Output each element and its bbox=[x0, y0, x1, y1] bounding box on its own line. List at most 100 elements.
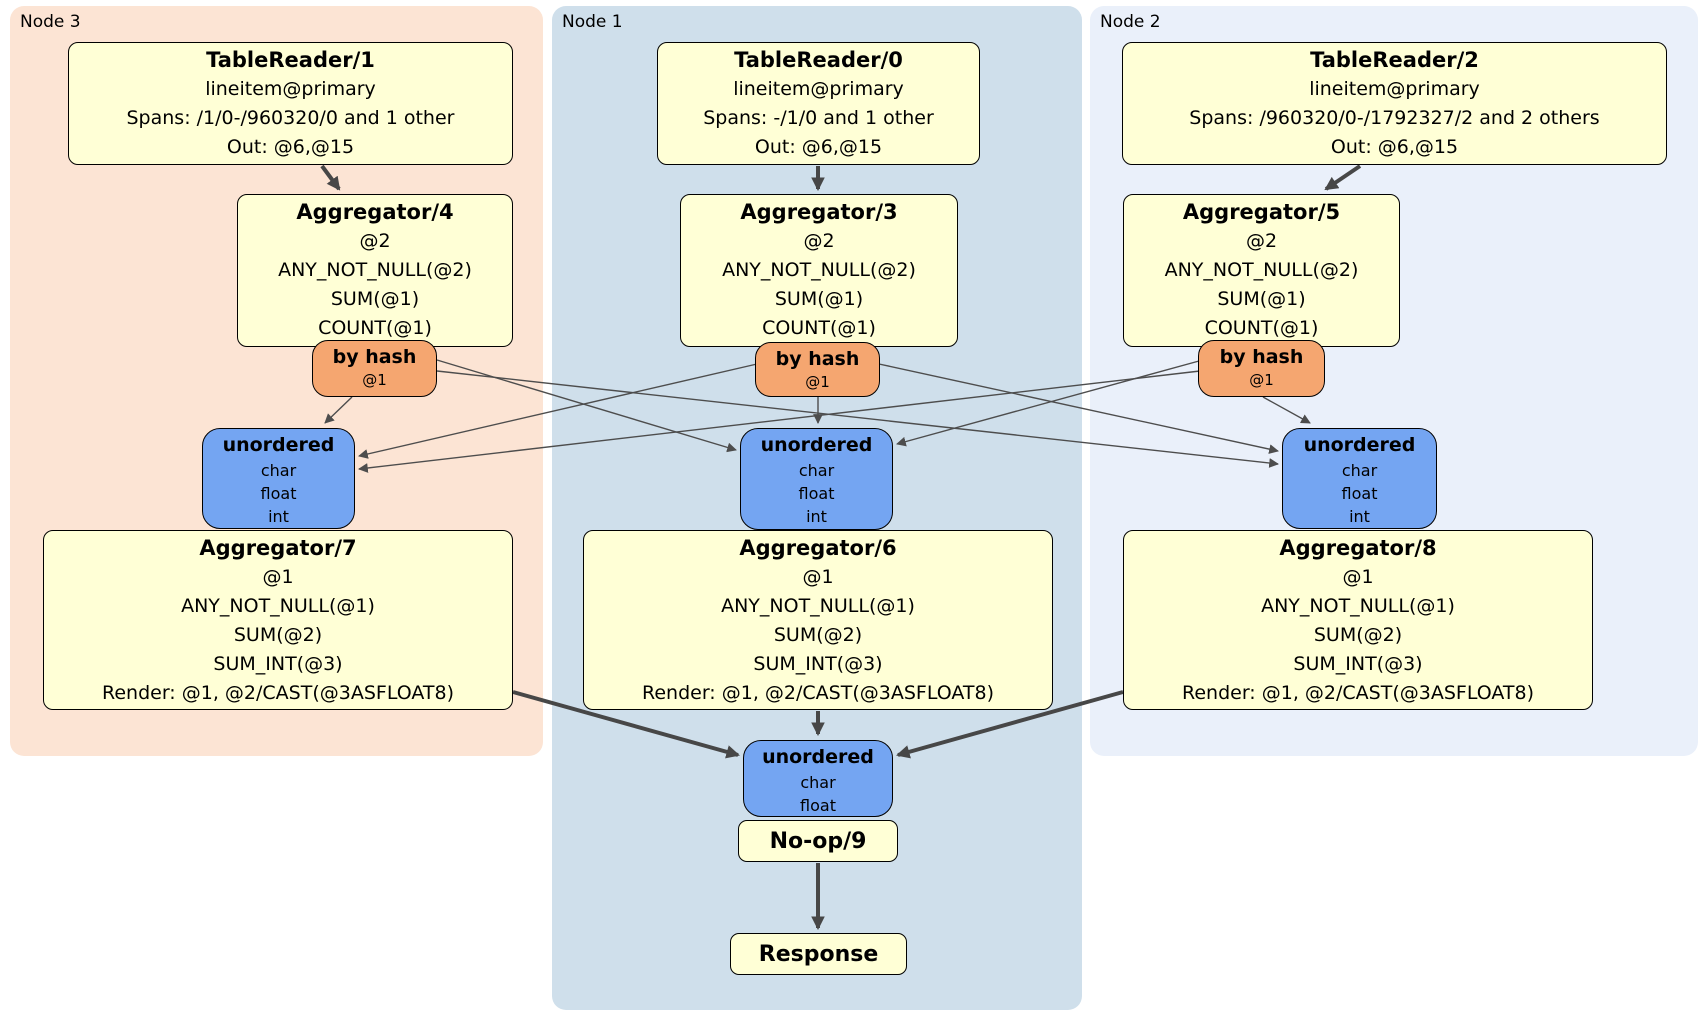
processor-noop-9: No-op/9 bbox=[738, 820, 898, 862]
synchronizer-unordered-final: unordered char float bbox=[743, 740, 893, 817]
edge-hash1-uno3 bbox=[358, 363, 758, 459]
group-node3-label: Node 3 bbox=[20, 12, 81, 32]
box-title: TableReader/1 bbox=[206, 48, 375, 72]
box-line: char bbox=[260, 461, 297, 480]
box-line: @2 bbox=[1245, 230, 1278, 252]
box-line: ANY_NOT_NULL(@1) bbox=[1261, 595, 1455, 617]
box-line: @2 bbox=[803, 230, 835, 252]
router-by-hash-node3: by hash @1 bbox=[312, 340, 437, 397]
box-title: No-op/9 bbox=[769, 828, 867, 854]
box-line: @1 bbox=[1249, 371, 1274, 389]
box-line: SUM(@2) bbox=[773, 624, 863, 646]
box-title: Aggregator/5 bbox=[1182, 200, 1341, 224]
processor-aggregator-6: Aggregator/6 @1 ANY_NOT_NULL(@1) SUM(@2)… bbox=[583, 530, 1053, 710]
box-line: COUNT(@1) bbox=[1204, 317, 1319, 339]
box-title: by hash bbox=[775, 348, 860, 370]
box-line: Spans: /960320/0-/1792327/2 and 2 others bbox=[1189, 107, 1600, 129]
box-title: Aggregator/3 bbox=[740, 200, 898, 224]
box-line: Render: @1, @2/CAST(@3ASFLOAT8) bbox=[1182, 682, 1534, 704]
box-line: SUM(@1) bbox=[1217, 288, 1306, 310]
group-node1-label: Node 1 bbox=[562, 12, 623, 32]
edge-hash3-uno2 bbox=[436, 370, 1279, 468]
box-title: unordered bbox=[762, 746, 874, 768]
box-line: SUM(@1) bbox=[774, 288, 864, 310]
box-line: float bbox=[260, 484, 297, 503]
group-node2-label: Node 2 bbox=[1100, 12, 1161, 32]
box-line: ANY_NOT_NULL(@1) bbox=[721, 595, 915, 617]
box-title: Response bbox=[758, 941, 879, 967]
box-line: SUM(@2) bbox=[1313, 624, 1403, 646]
box-line: ANY_NOT_NULL(@2) bbox=[278, 259, 472, 281]
box-line: Spans: -/1/0 and 1 other bbox=[703, 107, 934, 129]
box-line: ANY_NOT_NULL(@2) bbox=[1164, 259, 1359, 281]
box-line: Out: @6,@15 bbox=[754, 136, 883, 158]
box-line: int bbox=[1349, 507, 1370, 526]
edge-tr1-agg4 bbox=[320, 164, 341, 191]
box-line: @1 bbox=[262, 566, 294, 588]
box-line: @2 bbox=[359, 230, 391, 252]
processor-response: Response bbox=[730, 933, 907, 975]
box-title: unordered bbox=[1303, 434, 1416, 456]
edge-tr2-agg5 bbox=[1324, 164, 1362, 191]
box-line: float bbox=[798, 484, 835, 503]
box-title: Aggregator/7 bbox=[199, 536, 357, 560]
box-line: int bbox=[268, 507, 289, 526]
box-title: Aggregator/6 bbox=[739, 536, 897, 560]
box-title: by hash bbox=[1219, 346, 1304, 368]
processor-tablereader-1: TableReader/1 lineitem@primary Spans: /1… bbox=[68, 42, 513, 165]
box-line: lineitem@primary bbox=[733, 78, 904, 100]
processor-aggregator-5: Aggregator/5 @2 ANY_NOT_NULL(@2) SUM(@1)… bbox=[1123, 194, 1400, 347]
box-line: SUM(@1) bbox=[330, 288, 420, 310]
box-line: Out: @6,@15 bbox=[226, 136, 355, 158]
box-line: SUM(@2) bbox=[233, 624, 323, 646]
edge-hash2-uno1 bbox=[896, 360, 1200, 447]
edge-hash2-uno2 bbox=[1262, 396, 1311, 424]
box-line: ANY_NOT_NULL(@1) bbox=[181, 595, 375, 617]
box-title: unordered bbox=[222, 434, 335, 456]
box-title: Aggregator/4 bbox=[296, 200, 454, 224]
processor-aggregator-7: Aggregator/7 @1 ANY_NOT_NULL(@1) SUM(@2)… bbox=[43, 530, 513, 710]
edge-agg7-unordered-final bbox=[512, 690, 740, 759]
synchronizer-unordered-node1: unordered char float int bbox=[740, 428, 893, 530]
edge-hash3-uno1 bbox=[436, 359, 737, 453]
box-line: float bbox=[1341, 484, 1378, 503]
processor-tablereader-0: TableReader/0 lineitem@primary Spans: -/… bbox=[657, 42, 980, 165]
box-line: int bbox=[806, 507, 827, 526]
box-line: char bbox=[798, 461, 835, 480]
router-by-hash-node2: by hash @1 bbox=[1198, 340, 1325, 397]
box-line: Spans: /1/0-/960320/0 and 1 other bbox=[126, 107, 455, 129]
box-line: ANY_NOT_NULL(@2) bbox=[722, 259, 916, 281]
edge-agg8-unordered-final bbox=[896, 690, 1124, 759]
router-by-hash-node1: by hash @1 bbox=[755, 342, 880, 397]
box-line: SUM_INT(@3) bbox=[753, 653, 883, 675]
box-line: SUM_INT(@3) bbox=[213, 653, 343, 675]
box-line: @1 bbox=[805, 373, 830, 391]
box-line: Render: @1, @2/CAST(@3ASFLOAT8) bbox=[642, 682, 994, 704]
box-line: Out: @6,@15 bbox=[1330, 136, 1459, 158]
edge-hash3-uno3 bbox=[324, 396, 353, 424]
edge-hash1-uno2 bbox=[878, 363, 1279, 454]
processor-aggregator-4: Aggregator/4 @2 ANY_NOT_NULL(@2) SUM(@1)… bbox=[237, 194, 513, 347]
box-line: char bbox=[1341, 461, 1378, 480]
box-line: SUM_INT(@3) bbox=[1293, 653, 1423, 675]
box-line: @1 bbox=[802, 566, 834, 588]
processor-aggregator-3: Aggregator/3 @2 ANY_NOT_NULL(@2) SUM(@1)… bbox=[680, 194, 958, 347]
box-line: @1 bbox=[1342, 566, 1374, 588]
box-line: lineitem@primary bbox=[205, 78, 376, 100]
box-title: TableReader/0 bbox=[734, 48, 903, 72]
box-line: float bbox=[800, 796, 836, 815]
processor-aggregator-8: Aggregator/8 @1 ANY_NOT_NULL(@1) SUM(@2)… bbox=[1123, 530, 1593, 710]
edge-hash2-uno3 bbox=[358, 370, 1201, 473]
box-line: lineitem@primary bbox=[1309, 78, 1480, 100]
processor-tablereader-2: TableReader/2 lineitem@primary Spans: /9… bbox=[1122, 42, 1667, 165]
box-title: unordered bbox=[760, 434, 873, 456]
box-title: TableReader/2 bbox=[1310, 48, 1479, 72]
box-line: Render: @1, @2/CAST(@3ASFLOAT8) bbox=[102, 682, 454, 704]
synchronizer-unordered-node3: unordered char float int bbox=[202, 428, 355, 529]
box-line: @1 bbox=[362, 371, 387, 389]
box-title: by hash bbox=[332, 346, 417, 368]
box-line: COUNT(@1) bbox=[318, 317, 432, 339]
box-line: char bbox=[800, 773, 836, 792]
